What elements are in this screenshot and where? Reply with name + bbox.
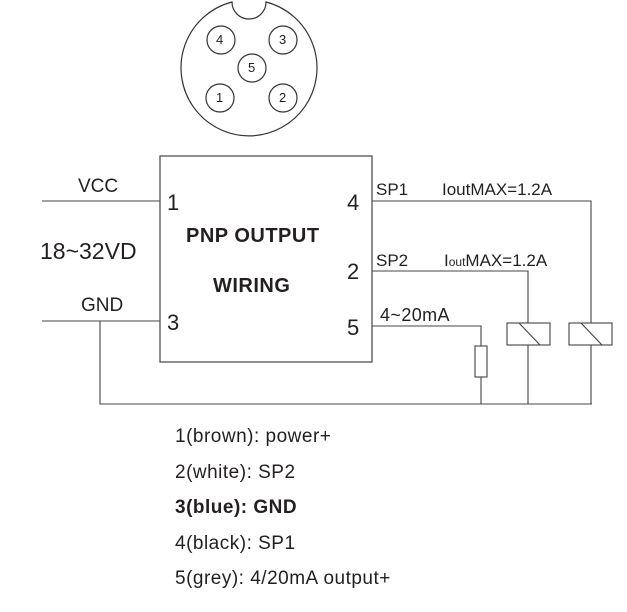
pin-1-number: 1 — [216, 90, 224, 105]
pin-2-number: 2 — [279, 90, 287, 105]
load-resistor — [474, 345, 488, 378]
pin-2-label: 2 — [347, 259, 360, 284]
sensor-box — [159, 155, 373, 363]
legend-item: 5(grey): 4/20mA output+ — [175, 568, 391, 589]
relay-sp2 — [506, 322, 551, 346]
legend-item: 4(black): SP1 — [175, 532, 296, 554]
pin-5-number: 5 — [248, 60, 256, 75]
pin-2-circle — [268, 83, 298, 113]
wire-color-legend: 1(brown): power+ 2(white): SP2 3(blue): … — [175, 426, 391, 604]
sp2-current-prefix: I — [444, 251, 449, 270]
pin-3-circle — [268, 25, 298, 55]
sp2-current-suffix: MAX=1.2A — [465, 251, 548, 270]
sp1-wire — [372, 200, 592, 323]
relay-sp1 — [568, 322, 613, 346]
gnd-drop-wire — [99, 321, 592, 405]
sp1-current-label: IoutMAX=1.2A — [442, 180, 553, 199]
analog-wire — [372, 325, 482, 346]
connector-outline — [180, 1, 318, 137]
sp2-wire — [372, 270, 529, 323]
pin-1-label: 1 — [167, 190, 180, 215]
voltage-label: 18~32VD — [40, 238, 137, 264]
sp2-current-label: IoutMAX=1.2A — [444, 252, 547, 269]
box-title-line1: PNP OUTPUT — [186, 225, 320, 247]
pin-4-circle — [206, 25, 236, 55]
pin-3-label: 3 — [167, 310, 180, 335]
pin-5-circle — [237, 53, 267, 83]
analog-label: 4~20mA — [380, 305, 450, 325]
legend-item: 2(white): SP2 — [175, 461, 296, 483]
pin-1-circle — [205, 83, 235, 113]
gnd-label: GND — [81, 295, 124, 316]
legend-item: 1(brown): power+ — [175, 426, 332, 447]
pin-4-label: 4 — [347, 190, 360, 215]
pin-5-label: 5 — [347, 315, 360, 340]
wires — [42, 200, 592, 405]
sp2-current-sub: out — [448, 255, 466, 269]
legend-item: 3(blue): GND — [175, 497, 298, 518]
vcc-label: VCC — [78, 176, 119, 197]
pin-4-number: 4 — [216, 32, 224, 47]
box-title-line2: WIRING — [213, 275, 291, 297]
connector-face — [180, 1, 318, 137]
sp2-label: SP2 — [376, 251, 409, 270]
pin-3-number: 3 — [279, 32, 287, 47]
sp1-label: SP1 — [376, 180, 409, 199]
